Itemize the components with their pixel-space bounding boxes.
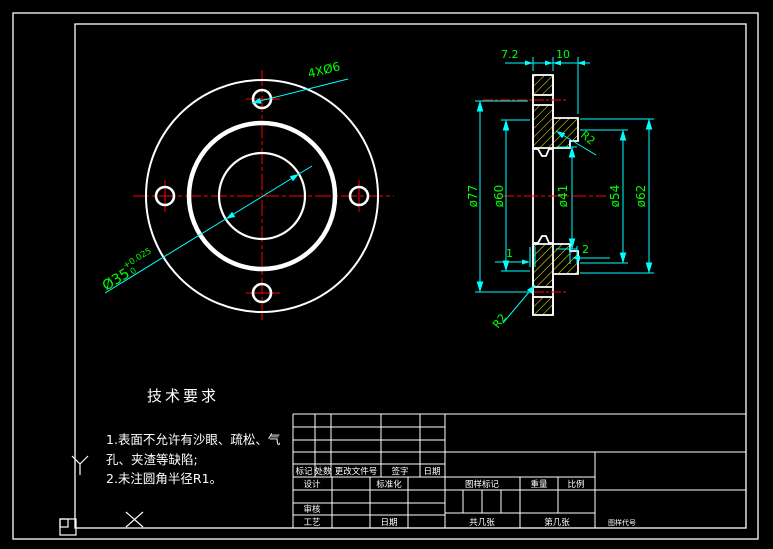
- title-block-grid: [292, 413, 746, 529]
- width-dimensions: [505, 57, 590, 114]
- rev-header-mark: 标记: [295, 466, 313, 477]
- groove-right-label: 2: [582, 243, 589, 256]
- tech-requirements-line-1: 1.表面不允许有沙眼、疏松、气: [106, 432, 281, 447]
- fillet-top-label: R2: [578, 128, 598, 147]
- side-view: 7.2 10 ø77 ø60 ø41 ø54 ø62 R2 R: [466, 48, 654, 331]
- bore-circle: [217, 151, 307, 241]
- dim-dia-62: ø62: [634, 185, 648, 208]
- dim-dia-54: ø54: [608, 185, 622, 208]
- rev-header-count: 处数: [314, 466, 332, 477]
- flange-outer-circle: [145, 79, 379, 313]
- tech-requirements-line-3: 2.未注圆角半径R1。: [106, 471, 222, 486]
- standardization-label: 标准化: [376, 479, 402, 490]
- groove-left-label: 1: [506, 247, 513, 260]
- sheets-total-label: 共几张: [469, 518, 495, 528]
- role-design-label: 设计: [303, 479, 321, 490]
- dim-hub-width: 7.2: [501, 48, 519, 61]
- diameter-dimensions: [475, 100, 654, 293]
- title-block: 标记 处数 更改文件号 签字 日期 设计 标准化 审核 工艺 日期 图样标记 重…: [292, 413, 746, 529]
- bore-dim-tol-upper: +0.025: [122, 246, 154, 271]
- role-process-label: 工艺: [303, 518, 320, 528]
- role-check-label: 审核: [303, 504, 321, 515]
- rev-header-date: 日期: [423, 467, 440, 477]
- bolt-holes: [154, 88, 370, 304]
- border-square-mark: [59, 518, 77, 536]
- hub-circle: [186, 120, 338, 272]
- fillet-bottom-dimension: R2: [490, 284, 536, 331]
- weight-label: 重量: [530, 479, 548, 490]
- dim-flange-width: 10: [556, 48, 570, 61]
- dim-dia-41: ø41: [556, 185, 570, 208]
- tech-requirements-line-2: 孔、夹渣等缺陷;: [106, 452, 198, 467]
- groove-dimensions: [495, 246, 610, 267]
- sheet-no-label: 第几张: [544, 517, 570, 528]
- footer-note: 图样代号: [608, 518, 636, 527]
- bore-dimension: Ø35 +0.025 0: [100, 165, 313, 294]
- bore-dim-tol-lower: 0: [129, 266, 139, 277]
- date-label: 日期: [380, 518, 397, 528]
- holes-dim-label: 4XØ6: [306, 59, 341, 81]
- title-block-labels: 标记 处数 更改文件号 签字 日期 设计 标准化 审核 工艺 日期 图样标记 重…: [295, 466, 636, 528]
- front-view: Ø35 +0.025 0 4XØ6: [100, 59, 394, 322]
- dim-dia-77: ø77: [466, 185, 480, 208]
- rev-header-docno: 更改文件号: [335, 466, 378, 477]
- scale-label: 比例: [567, 479, 584, 490]
- mark-label: 图样标记: [465, 479, 500, 490]
- border-x-mark: [125, 511, 144, 528]
- rev-header-sign: 签字: [391, 466, 408, 477]
- tech-requirements-title: 技术要求: [147, 387, 219, 405]
- dim-dia-60: ø60: [492, 185, 506, 208]
- fillet-bottom-label: R2: [490, 311, 509, 331]
- tech-requirements: 技术要求 1.表面不允许有沙眼、疏松、气 孔、夹渣等缺陷; 2.未注圆角半径R1…: [106, 387, 281, 486]
- section-outline: [532, 75, 554, 315]
- border-y-mark: [71, 455, 89, 475]
